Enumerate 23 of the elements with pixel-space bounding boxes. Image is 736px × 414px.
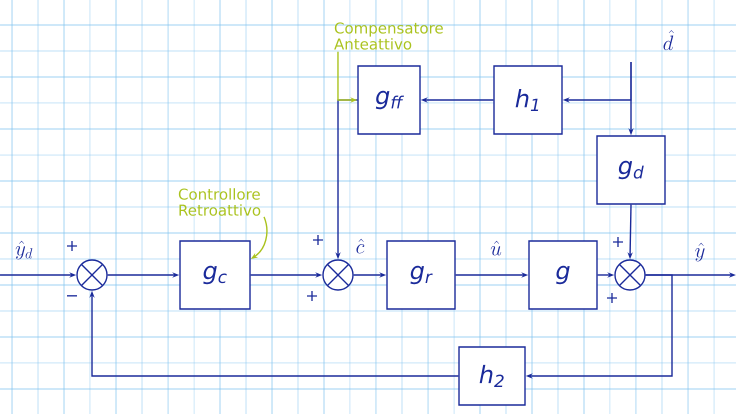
block-box: g$_{c}$ [179, 240, 251, 310]
block-box: h$_{2}$ [458, 346, 526, 406]
block-box: g$_{d}$ [596, 135, 666, 205]
summing-junction [614, 259, 646, 291]
sign-label: + [307, 290, 318, 301]
signal-label: $\hat{c}$ [356, 238, 364, 254]
sign-label: + [607, 292, 618, 303]
signal-label: $\hat{y}$ [695, 242, 705, 262]
block-box: g [528, 240, 598, 310]
summing-junction [76, 259, 108, 291]
block-box: g$_{r}$ [386, 240, 456, 310]
signal-label: $\hat{u}$ [490, 240, 502, 256]
summing-junction [322, 259, 354, 291]
sign-label: + [313, 234, 324, 245]
signal-label: $\hat{d}$ [664, 30, 674, 50]
block-box: g$_{ff}$ [357, 65, 421, 135]
sign-label: − [67, 295, 78, 296]
sign-label: + [67, 240, 78, 251]
signal-label: $\hat{y}_d$ [16, 240, 32, 260]
block-box: h$_{1}$ [493, 65, 563, 135]
sign-label: + [613, 236, 624, 247]
annotation: Compensatore Anteattivo [334, 22, 443, 50]
annotation: Controllore Retroattivo [178, 188, 260, 216]
